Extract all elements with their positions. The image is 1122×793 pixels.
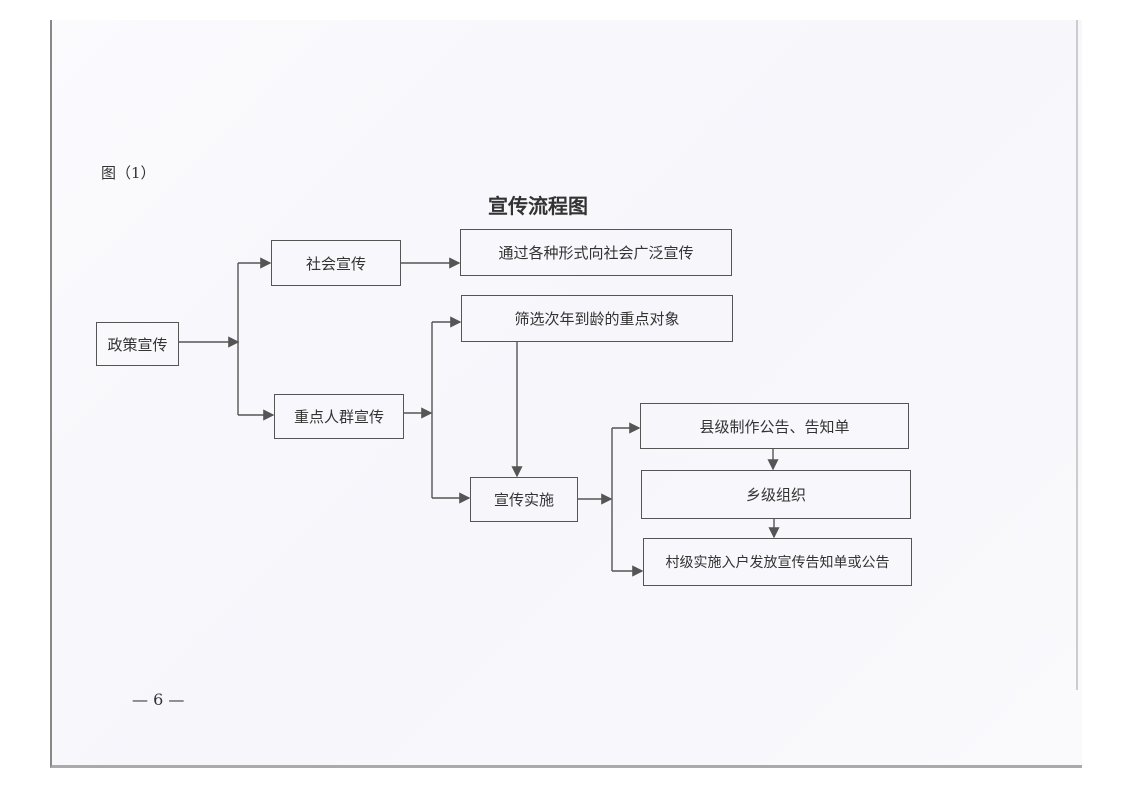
- node-policy: 政策宣传: [96, 322, 179, 366]
- node-screen: 筛选次年到龄的重点对象: [461, 295, 733, 342]
- node-township: 乡级组织: [641, 470, 911, 519]
- node-county: 县级制作公告、告知单: [640, 403, 909, 449]
- node-implement: 宣传实施: [470, 477, 578, 522]
- figure-label: 图（1）: [101, 164, 156, 182]
- scan-edge: [1076, 20, 1078, 690]
- node-key-group: 重点人群宣传: [274, 394, 404, 439]
- node-social: 社会宣传: [271, 240, 401, 286]
- page-number: — 6 —: [132, 690, 185, 709]
- node-social-detail: 通过各种形式向社会广泛宣传: [460, 229, 732, 276]
- document-page: [50, 20, 1082, 768]
- diagram-title: 宣传流程图: [488, 194, 588, 218]
- node-village: 村级实施入户发放宣传告知单或公告: [643, 538, 912, 586]
